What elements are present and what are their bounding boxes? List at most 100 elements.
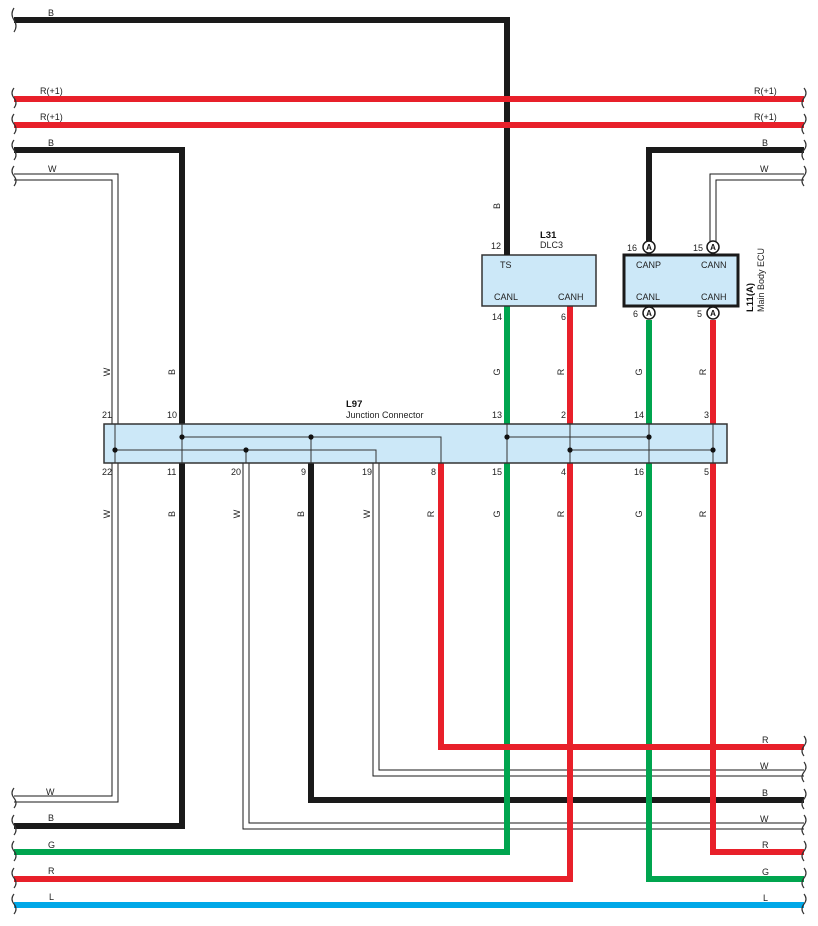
junction-nodes bbox=[112, 434, 716, 453]
black-wire-pin9 bbox=[308, 437, 804, 803]
junction-id: L97 bbox=[346, 399, 362, 410]
black-wire-ts bbox=[14, 17, 510, 246]
break-wave-icon bbox=[801, 840, 807, 862]
label-g-below-16: G bbox=[634, 510, 644, 517]
dlc3-pin-6: 6 bbox=[561, 312, 566, 322]
label-r-below-8: R bbox=[426, 510, 436, 517]
dlc3-pins: 12 14 6 TS CANL CANH bbox=[491, 241, 584, 322]
break-wave-icon bbox=[801, 87, 807, 109]
ecu-circle-16: A bbox=[642, 240, 656, 254]
label-l-r7: L bbox=[763, 893, 768, 903]
junction-name: Junction Connector bbox=[346, 410, 424, 420]
label-b-top: B bbox=[48, 8, 54, 18]
break-wave-icon bbox=[801, 165, 807, 187]
dlc3-id: L31 bbox=[540, 230, 557, 241]
wire-labels-horizontal: B R(+1) R(+1) R(+1) R(+1) B W B W R W B … bbox=[40, 8, 777, 903]
junction-connector-box bbox=[103, 423, 728, 464]
label-g-l3: G bbox=[48, 840, 55, 850]
ecu-cann: CANN bbox=[701, 260, 727, 270]
break-wave-icon bbox=[11, 7, 17, 33]
pin-13: 13 bbox=[492, 410, 502, 420]
pin-4: 4 bbox=[561, 467, 566, 477]
wire-labels-vertical: B W B G R G R W B W B W R G R G R bbox=[102, 203, 708, 518]
color-wires bbox=[14, 17, 804, 908]
label-b-above-10: B bbox=[167, 369, 177, 375]
label-power-1-left: R(+1) bbox=[40, 86, 63, 96]
label-w-below-19: W bbox=[362, 509, 372, 518]
label-w-above-21: W bbox=[102, 367, 112, 376]
dlc3-canl: CANL bbox=[494, 292, 518, 302]
break-wave-icon bbox=[801, 893, 807, 915]
white-wires bbox=[14, 173, 804, 830]
junction-body bbox=[103, 423, 728, 464]
label-b-ts: B bbox=[492, 203, 502, 209]
white-wire-left bbox=[14, 173, 119, 803]
label-power-2-right: R(+1) bbox=[754, 112, 777, 122]
red-wire-pin8 bbox=[438, 463, 804, 750]
label-w-below-20: W bbox=[232, 509, 242, 518]
ecu-id: L11(A) bbox=[745, 283, 756, 312]
white-wire-pin19 bbox=[372, 450, 804, 777]
label-w-left: W bbox=[48, 164, 57, 174]
pin-19: 19 bbox=[362, 467, 372, 477]
component-titles: L97 Junction Connector L31 DLC3 L11(A) M… bbox=[346, 230, 766, 420]
break-wave-icon bbox=[801, 761, 807, 783]
pin-2: 2 bbox=[561, 410, 566, 420]
red-wire-left bbox=[14, 463, 573, 882]
break-wave-icon bbox=[11, 165, 17, 187]
dlc3-ts: TS bbox=[500, 260, 512, 270]
pin-20: 20 bbox=[231, 467, 241, 477]
green-wire-left bbox=[14, 463, 510, 855]
ecu-pin-5: 5 bbox=[697, 309, 702, 319]
ecu-circle-5: A bbox=[706, 306, 720, 320]
break-wave-icon bbox=[801, 814, 807, 836]
ecu-canp: CANP bbox=[636, 260, 661, 270]
label-g-r6: G bbox=[762, 867, 769, 877]
pin-10: 10 bbox=[167, 410, 177, 420]
break-wave-icon bbox=[11, 139, 17, 161]
label-b-right: B bbox=[762, 138, 768, 148]
black-wire-canp bbox=[646, 147, 804, 246]
dlc3-canh: CANH bbox=[558, 292, 584, 302]
label-b-l2: B bbox=[48, 813, 54, 823]
ecu-pins: 16 15 6 5 CANP CANN CANL CANH bbox=[627, 243, 727, 319]
label-r-below-5: R bbox=[698, 510, 708, 517]
label-r-r5: R bbox=[762, 840, 769, 850]
dlc3-pin-12: 12 bbox=[491, 241, 501, 251]
red-wire-right bbox=[710, 463, 804, 855]
break-wave-icon bbox=[11, 87, 17, 109]
ecu-canh: CANH bbox=[701, 292, 727, 302]
ecu-circle-15: A bbox=[706, 240, 720, 254]
svg-text:A: A bbox=[646, 243, 652, 252]
dlc3-name: DLC3 bbox=[540, 240, 563, 250]
pin-9: 9 bbox=[301, 467, 306, 477]
label-r-l4: R bbox=[48, 866, 55, 876]
dlc3-pin-14: 14 bbox=[492, 312, 502, 322]
break-wave-icon bbox=[11, 814, 17, 836]
break-wave-icon bbox=[801, 113, 807, 135]
label-g-below-15: G bbox=[492, 510, 502, 517]
break-wave-icons bbox=[11, 7, 807, 915]
pin-16: 16 bbox=[634, 467, 644, 477]
dlc3-connector bbox=[481, 246, 597, 307]
label-b-r3: B bbox=[762, 788, 768, 798]
label-g-above-13: G bbox=[492, 368, 502, 375]
break-wave-icon bbox=[11, 787, 17, 809]
pin-15: 15 bbox=[492, 467, 502, 477]
ecu-name: Main Body ECU bbox=[756, 248, 766, 312]
label-b-left: B bbox=[48, 138, 54, 148]
label-b-below-11: B bbox=[167, 511, 177, 517]
break-wave-icon bbox=[11, 893, 17, 915]
break-wave-icon bbox=[11, 867, 17, 889]
svg-text:A: A bbox=[710, 309, 716, 318]
pin-8: 8 bbox=[431, 467, 436, 477]
label-r-below-4: R bbox=[556, 510, 566, 517]
break-wave-icon bbox=[801, 139, 807, 161]
pin-21: 21 bbox=[102, 410, 112, 420]
ecu-circle-6: A bbox=[642, 306, 656, 320]
break-wave-icon bbox=[801, 788, 807, 810]
pin-22: 22 bbox=[102, 467, 112, 477]
label-r-above-3: R bbox=[698, 368, 708, 375]
